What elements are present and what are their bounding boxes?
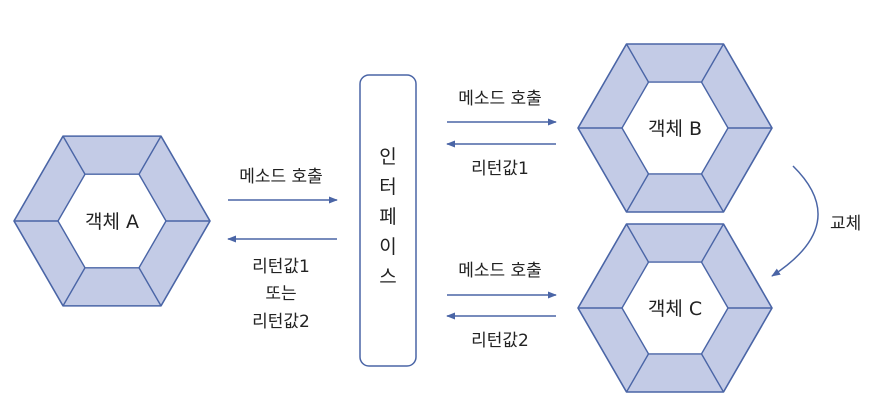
interface-char-1: 인: [379, 146, 396, 168]
hexagon-segment-divider: [625, 173, 650, 213]
object-a-label: 객체 A: [85, 211, 139, 233]
hexagon-segment-divider: [700, 43, 725, 83]
hexagon-segment-divider: [62, 267, 86, 307]
hexagon-segment-divider: [62, 135, 86, 175]
object-b-hexagon: [577, 43, 773, 213]
object-b-label: 객체 B: [648, 118, 702, 140]
interface-char-4: 이: [379, 236, 396, 258]
swap-curved-arrow: [771, 165, 819, 277]
left-return-label-3: 리턴값2: [252, 312, 310, 332]
interface-char-3: 페: [379, 206, 396, 228]
left-return-label-1: 리턴값1: [252, 257, 310, 277]
hexagon-segment-divider: [138, 135, 162, 175]
right-top-call-label: 메소드 호출: [458, 89, 542, 109]
hexagon-segment-divider: [138, 267, 162, 307]
object-c-label: 객체 C: [648, 298, 702, 320]
right-bottom-call-label: 메소드 호출: [458, 261, 542, 281]
hexagon-segment-divider: [700, 223, 725, 263]
left-call-label: 메소드 호출: [239, 167, 323, 187]
hexagon-segment-divider: [700, 173, 725, 213]
interface-char-5: 스: [379, 266, 396, 288]
object-a-hexagon: [13, 135, 211, 307]
left-return-label-2: 또는: [265, 284, 296, 304]
right-top-return-label: 리턴값1: [471, 159, 529, 179]
object-c-hexagon: [577, 223, 773, 393]
hexagon-segment-divider: [625, 353, 650, 393]
right-bottom-return-label: 리턴값2: [471, 331, 529, 351]
hexagon-segment-divider: [700, 353, 725, 393]
interface-char-2: 터: [379, 176, 396, 198]
hexagon-segment-divider: [625, 43, 650, 83]
swap-label: 교체: [830, 214, 861, 234]
interface-box: [359, 74, 417, 367]
hexagon-segment-divider: [625, 223, 650, 263]
